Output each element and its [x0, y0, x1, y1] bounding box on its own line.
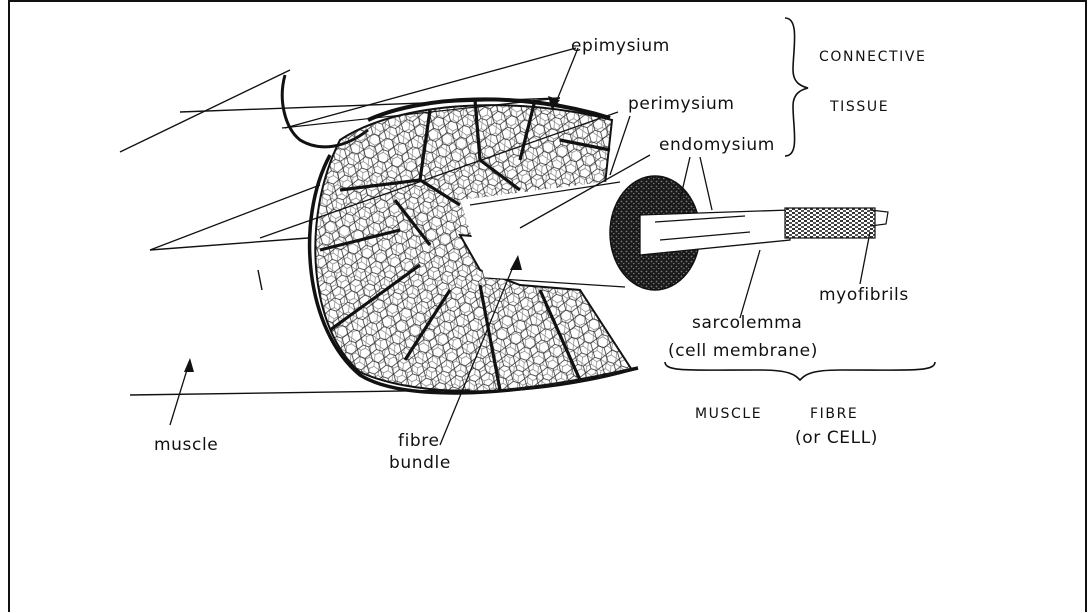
label-bundle: bundle: [389, 453, 451, 473]
label-endomysium: endomysium: [659, 135, 775, 155]
label-muscle: muscle: [154, 435, 218, 455]
label-perimysium: perimysium: [628, 94, 735, 114]
label-cell-membrane: (cell membrane): [668, 341, 818, 361]
label-or-cell: (or CELL): [795, 428, 878, 448]
label-muscle-word: MUSCLE: [695, 406, 762, 422]
label-fibre: fibre: [398, 431, 440, 451]
fibre-bundle-section: [315, 100, 632, 391]
label-sarcolemma: sarcolemma: [692, 313, 802, 333]
label-fibre-word: FIBRE: [810, 406, 858, 422]
label-epimysium: epimysium: [571, 36, 670, 56]
label-myofibrils: myofibrils: [819, 285, 909, 305]
label-tissue: TISSUE: [829, 99, 889, 115]
label-connective: CONNECTIVE: [819, 49, 926, 65]
muscle-fibre: [610, 176, 888, 290]
